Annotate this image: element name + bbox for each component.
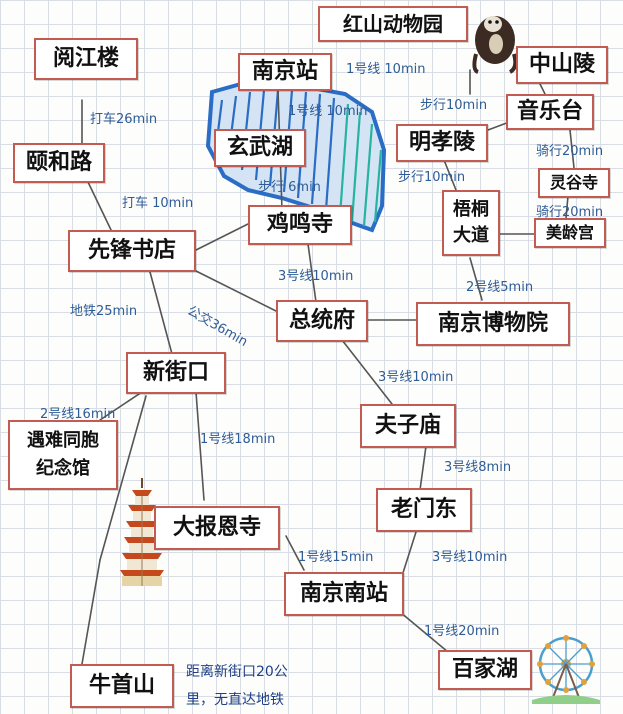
station-hongshan-zoo: 红山动物园 xyxy=(318,6,468,42)
station-yuejianglou: 阅江楼 xyxy=(34,38,138,80)
station-dabaoensi: 大报恩寺 xyxy=(154,506,280,550)
route-label-xianfeng-xinjiekou: 地铁25min xyxy=(70,304,138,319)
station-memorial-line2: 纪念馆 xyxy=(36,458,90,479)
route-label-mingxiaoling-wutong: 步行10min xyxy=(398,170,466,185)
route-label-fuzimiao-laomendong: 3号线8min xyxy=(444,460,512,475)
station-mingxiaoling: 明孝陵 xyxy=(396,124,488,162)
route-label-laomendong-south: 3号线10min xyxy=(432,550,508,565)
route-label-yuejianglou-yiheilu: 打车26min xyxy=(90,112,158,127)
pagoda-icon xyxy=(120,478,164,586)
station-massacre-memorial: 遇难同胞 纪念馆 xyxy=(8,420,118,490)
station-baijiahu: 百家湖 xyxy=(438,650,532,690)
route-label-yinyuetai-linggusi: 骑行20min xyxy=(536,144,604,159)
station-meilinggong: 美龄宫 xyxy=(534,218,606,248)
station-memorial-line1: 遇难同胞 xyxy=(27,429,99,451)
route-label-dabaoensi-south: 1号线15min xyxy=(298,550,374,565)
monkey-icon xyxy=(472,16,518,74)
note-line-1: 距离新街口20公 xyxy=(186,664,288,680)
route-label-jimingsi-zongtongfu: 3号线10min xyxy=(278,269,354,284)
station-zongtongfu: 总统府 xyxy=(276,300,368,342)
station-wutong-line1: 梧桐 xyxy=(453,198,489,220)
niushoushan-note: 距离新街口20公 里，无直达地铁 xyxy=(186,658,288,714)
station-nanjing-museum: 南京博物院 xyxy=(416,302,570,346)
station-xuanwuhu: 玄武湖 xyxy=(214,129,306,167)
route-label-yiheilu-xianfeng: 打车 10min xyxy=(122,196,194,211)
station-xianfeng-bookstore: 先锋书店 xyxy=(68,230,196,272)
route-label-yinyuetai-mingxiaoling: 步行10min xyxy=(420,98,488,113)
route-label-linggusi-meilinggong: 骑行20min xyxy=(536,205,604,220)
station-linggusi: 灵谷寺 xyxy=(538,168,610,198)
station-nanjing-south: 南京南站 xyxy=(284,572,404,616)
station-wutong-line2: 大道 xyxy=(453,225,489,246)
route-label-xinjiekou-memorial: 2号线16min xyxy=(40,407,116,422)
route-label-xuanwuhu-jimingsi: 步行 6min xyxy=(258,180,321,195)
ferris-wheel-icon xyxy=(532,635,600,704)
station-laomendong: 老门东 xyxy=(376,488,472,532)
station-yiheilu: 颐和路 xyxy=(13,143,105,183)
route-label-wutong-museum: 2号线5min xyxy=(466,280,534,295)
note-line-2: 里，无直达地铁 xyxy=(186,692,284,708)
station-jimingsi: 鸡鸣寺 xyxy=(248,205,352,245)
station-xinjiekou: 新街口 xyxy=(126,352,226,394)
route-label-zongtongfu-fuzimiao: 3号线10min xyxy=(378,370,454,385)
route-label-xinjiekou-dabaoensi: 1号线18min xyxy=(200,432,276,447)
station-niushoushan: 牛首山 xyxy=(70,664,174,708)
station-fuzimiao: 夫子庙 xyxy=(360,404,456,448)
station-wutong-avenue: 梧桐 大道 xyxy=(442,190,500,256)
route-label-south-baijiahu: 1号线20min xyxy=(424,624,500,639)
station-nanjing-railway: 南京站 xyxy=(238,53,332,91)
station-zhongshanling: 中山陵 xyxy=(516,46,608,84)
route-label-nanjing-station-hongshan: 1号线 10min xyxy=(346,62,426,77)
route-label-nanjing-station-jimingsi: 1号线 10min xyxy=(288,104,368,119)
station-yinyuetai: 音乐台 xyxy=(506,94,594,130)
